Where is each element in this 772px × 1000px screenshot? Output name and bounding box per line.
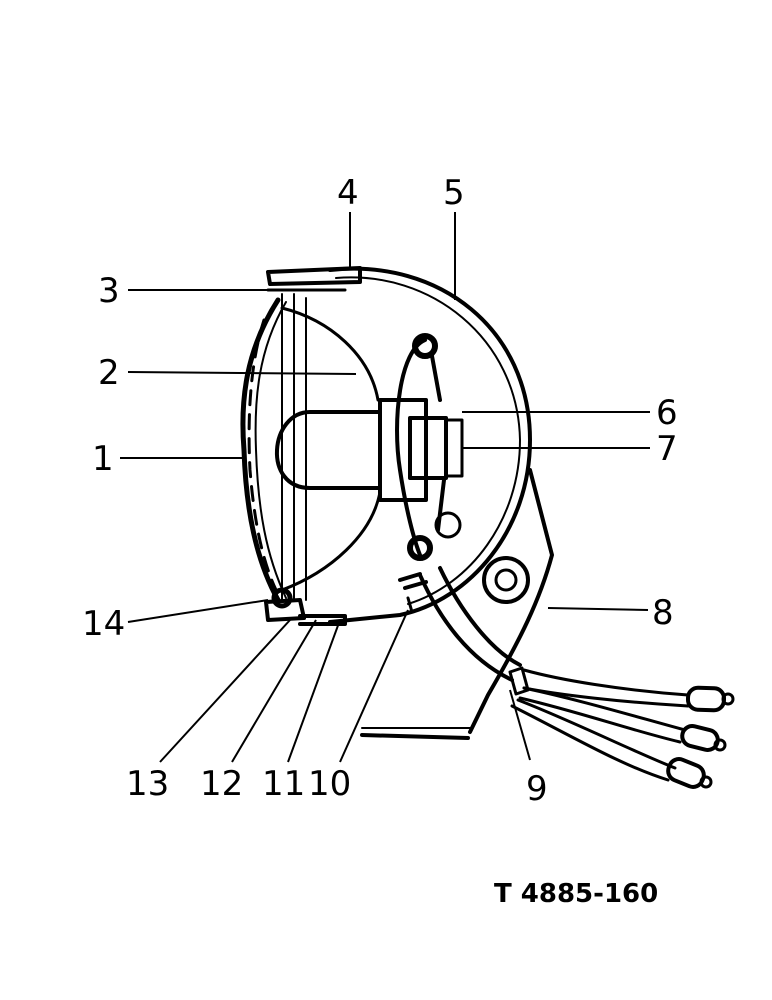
callout-1: 1 — [92, 439, 114, 479]
spring-clip — [395, 338, 427, 557]
wire-2 — [522, 686, 687, 732]
figure-code: T 4885-160 — [494, 879, 658, 909]
connector-2 — [680, 724, 720, 752]
leader-9 — [509, 689, 531, 761]
wire-1 — [522, 668, 690, 697]
callout-10: 10 — [308, 764, 351, 804]
bulb — [274, 410, 382, 490]
mounting-bracket — [468, 468, 554, 734]
cable-harness — [418, 573, 514, 682]
callout-4: 4 — [337, 173, 359, 213]
front-lens — [240, 297, 281, 603]
leader-10 — [339, 609, 409, 763]
leader-12 — [231, 619, 317, 763]
callout-7: 7 — [656, 429, 678, 469]
callout-9: 9 — [526, 769, 548, 809]
leader-13 — [159, 619, 291, 763]
leader-2 — [127, 371, 357, 375]
callout-8: 8 — [652, 593, 674, 633]
callout-11: 11 — [262, 764, 305, 804]
leader-14 — [127, 599, 269, 623]
leader-11 — [287, 619, 341, 763]
pivot-bolt — [482, 556, 530, 604]
wire-3 — [516, 698, 677, 770]
callout-3: 3 — [98, 271, 120, 311]
callout-13: 13 — [126, 764, 169, 804]
headlamp-drawing — [240, 266, 735, 789]
callout-labels: 1 2 3 4 5 6 7 8 9 10 11 12 13 14 — [82, 173, 678, 809]
callout-6: 6 — [656, 393, 678, 433]
connector-1 — [685, 685, 727, 713]
bulb-holder — [378, 398, 428, 502]
rim-top-clip — [266, 266, 362, 286]
callout-2: 2 — [98, 353, 120, 393]
reflector — [280, 306, 380, 402]
callout-14: 14 — [82, 604, 125, 644]
leader-8 — [547, 607, 649, 611]
lamp-housing-shell — [328, 266, 532, 624]
callout-12: 12 — [200, 764, 243, 804]
callout-5: 5 — [443, 173, 465, 213]
leader-lines — [120, 212, 650, 763]
